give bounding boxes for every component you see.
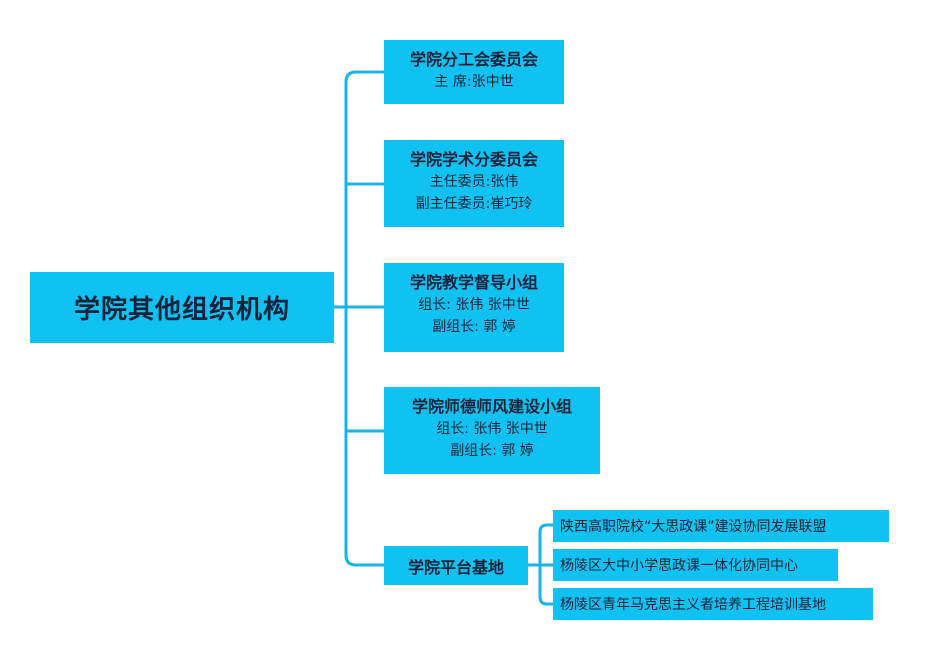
root-node: 学院其他组织机构 <box>30 272 334 343</box>
branch-line: 组长: 张伟 张中世 <box>436 421 548 437</box>
branch-platform-base: 学院平台基地 <box>384 546 528 585</box>
branch-line: 主 席:张中世 <box>434 74 514 90</box>
branch-line: 副主任委员:崔巧玲 <box>415 196 533 212</box>
branch-union-committee: 学院分工会委员会 主 席:张中世 <box>384 40 564 104</box>
platform-child: 杨陵区青年马克思主义者培养工程培训基地 <box>553 588 873 620</box>
platform-child-label: 陕西高职院校“大思政课”建设协同发展联盟 <box>560 519 827 535</box>
branch-line: 副组长: 郭 婷 <box>450 443 534 459</box>
platform-child: 杨陵区大中小学思政课一体化协同中心 <box>553 549 838 581</box>
platform-child-label: 杨陵区青年马克思主义者培养工程培训基地 <box>560 597 826 613</box>
root-title: 学院其他组织机构 <box>73 295 290 325</box>
branch-ethics-group: 学院师德师风建设小组 组长: 张伟 张中世 副组长: 郭 婷 <box>384 387 600 474</box>
branch-line: 主任委员:张伟 <box>429 174 519 190</box>
branch-teaching-supervision: 学院教学督导小组 组长: 张伟 张中世 副组长: 郭 婷 <box>384 263 564 352</box>
platform-child: 陕西高职院校“大思政课”建设协同发展联盟 <box>553 510 889 542</box>
branch-title: 学院教学督导小组 <box>409 273 538 292</box>
branch-title: 学院师德师风建设小组 <box>411 397 572 416</box>
branch-line: 副组长: 郭 婷 <box>432 319 516 335</box>
branch-line: 组长: 张伟 张中世 <box>418 297 530 313</box>
branch-title: 学院学术分委员会 <box>409 150 538 169</box>
branch-academic-committee: 学院学术分委员会 主任委员:张伟 副主任委员:崔巧玲 <box>384 140 564 227</box>
branch-title: 学院分工会委员会 <box>409 50 538 69</box>
platform-title: 学院平台基地 <box>407 557 504 577</box>
platform-child-label: 杨陵区大中小学思政课一体化协同中心 <box>560 558 798 574</box>
